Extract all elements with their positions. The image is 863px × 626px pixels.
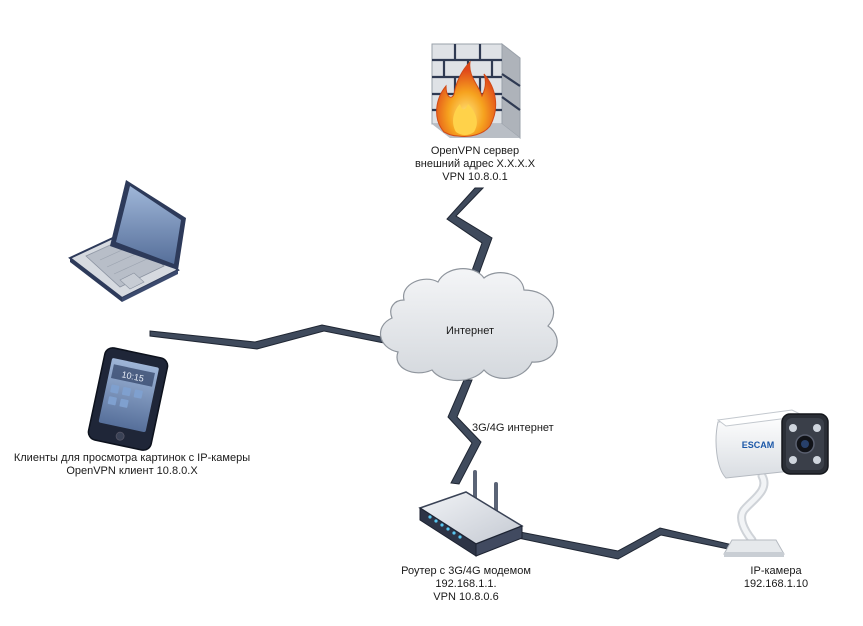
clients-label-line-1: Клиенты для просмотра картинок с IP-каме…: [13, 452, 251, 464]
smartphone-icon: 10:15: [87, 347, 169, 451]
router-label-line-3: VPN 10.8.0.6: [433, 591, 499, 603]
uplink-label: 3G/4G интернет: [472, 422, 554, 434]
router-label: Роутер с 3G/4G модемом 192.168.1.1. VPN …: [376, 565, 556, 604]
clients-label: Клиенты для просмотра картинок с IP-каме…: [0, 452, 264, 478]
camera-label-line-1: IP-камера: [750, 565, 802, 577]
link-server-internet: [446, 187, 493, 280]
internet-label: Интернет: [446, 325, 494, 337]
router-label-line-1: Роутер с 3G/4G модемом: [401, 565, 531, 577]
link-clients-internet: [149, 324, 401, 350]
router-label-line-2: 192.168.1.1.: [435, 578, 497, 590]
camera-brand: ESCAM: [742, 440, 775, 450]
server-label-line-2: внешний адрес X.X.X.X: [414, 158, 536, 170]
ip-camera-icon: ESCAM: [715, 409, 829, 557]
clients-label-line-2: OpenVPN клиент 10.8.0.X: [66, 465, 198, 477]
cloud-icon: [380, 268, 558, 381]
router-icon: [418, 470, 524, 557]
link-internet-router: [447, 379, 482, 485]
server-label-line-3: VPN 10.8.0.1: [442, 171, 508, 183]
link-router-camera: [517, 527, 734, 560]
server-label-line-1: OpenVPN сервер: [430, 145, 520, 157]
camera-label-line-2: 192.168.1.10: [743, 578, 809, 590]
laptop-icon: [68, 180, 186, 302]
firewall-icon: [431, 42, 521, 140]
server-label: OpenVPN сервер внешний адрес X.X.X.X VPN…: [390, 145, 560, 184]
phone-clock: 10:15: [121, 369, 145, 383]
camera-label: IP-камера 192.168.1.10: [716, 565, 836, 591]
